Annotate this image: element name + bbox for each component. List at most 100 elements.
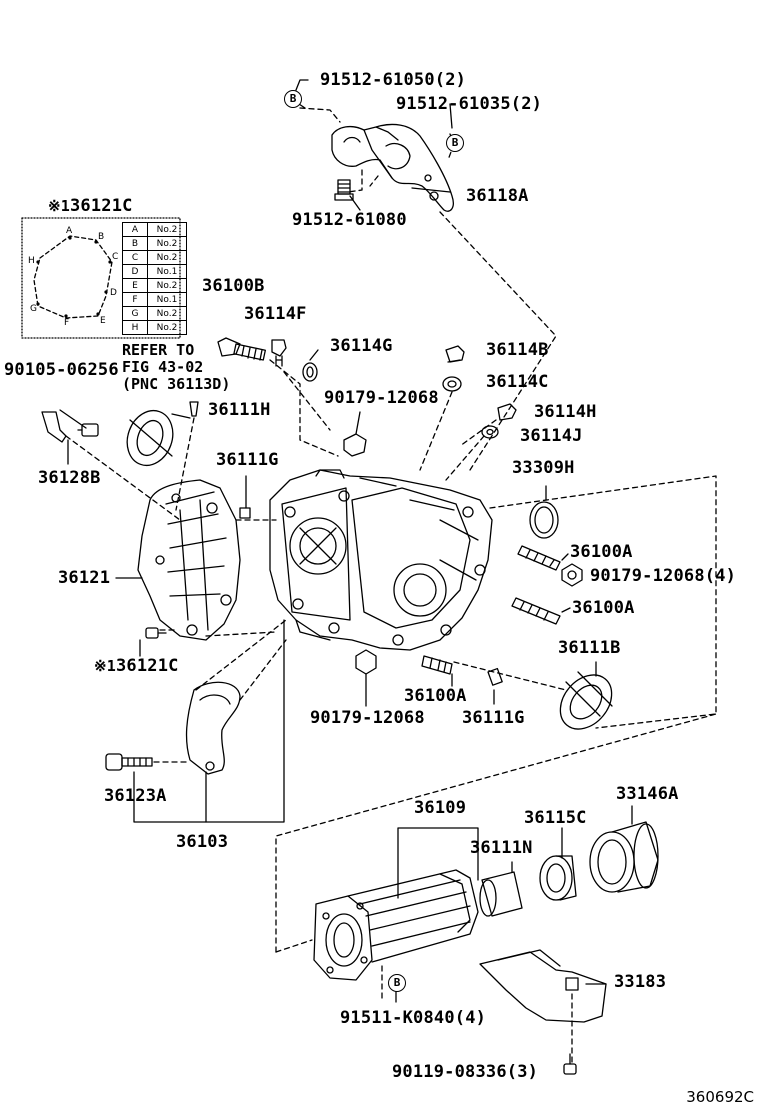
cover-36103 bbox=[185, 681, 241, 775]
part-label-36100a-1: 36100A bbox=[570, 542, 633, 562]
part-label-36111b: 36111B bbox=[558, 638, 621, 658]
washer-36114g bbox=[302, 362, 318, 382]
part-label-36123a: 36123A bbox=[104, 786, 167, 806]
extension-housing-36109 bbox=[313, 869, 479, 981]
part-label-33146a: 33146A bbox=[616, 784, 679, 804]
bolt-91512-61080 bbox=[334, 179, 354, 201]
inset-letter: A bbox=[66, 226, 73, 236]
part-label-36100b: 36100B bbox=[202, 276, 265, 296]
note-mark: ※1 bbox=[48, 197, 70, 215]
part-label-36121c-bottom: ※136121C bbox=[94, 658, 179, 675]
inset-case-outline bbox=[33, 235, 113, 319]
part-label-text: 36121C bbox=[116, 656, 179, 676]
bolt-90119 bbox=[563, 1053, 577, 1075]
cover-33146a bbox=[589, 821, 659, 893]
table-key: A bbox=[122, 222, 148, 237]
bolt-36100b bbox=[217, 337, 266, 361]
stud-36100a-2 bbox=[511, 597, 561, 625]
plug-36114h bbox=[497, 403, 517, 421]
pin-36111g-top bbox=[239, 507, 251, 519]
nut-90179-top bbox=[343, 433, 367, 457]
part-label-36121: 36121 bbox=[58, 568, 111, 588]
table-key: G bbox=[122, 306, 148, 321]
table-value: No.2 bbox=[147, 222, 187, 237]
stud-36100a-3 bbox=[421, 655, 453, 675]
stud-36100a-1 bbox=[517, 545, 561, 571]
part-label-36114c: 36114C bbox=[486, 372, 549, 392]
bolt-36123a bbox=[105, 753, 153, 771]
circle-b-marker: B bbox=[388, 974, 406, 992]
nut-90179-4 bbox=[561, 563, 583, 587]
part-label-36114j: 36114J bbox=[520, 426, 583, 446]
pin-36111h bbox=[189, 401, 199, 417]
part-label-33183: 33183 bbox=[614, 972, 667, 992]
part-label-91512-61035: 91512-61035(2) bbox=[396, 94, 543, 114]
part-label-36111n: 36111N bbox=[470, 838, 533, 858]
part-label-36111g-top: 36111G bbox=[216, 450, 279, 470]
oil-seal-left bbox=[126, 409, 174, 467]
part-label-91512-61080: 91512-61080 bbox=[292, 210, 407, 230]
table-key: B bbox=[122, 236, 148, 251]
part-label-90179-12068-bottom: 90179-12068 bbox=[310, 708, 425, 728]
gasket-36114j bbox=[481, 425, 499, 439]
part-label-36114h: 36114H bbox=[534, 402, 597, 422]
bolt-90105 bbox=[59, 409, 99, 437]
part-label-36114f: 36114F bbox=[244, 304, 307, 324]
table-value: No.2 bbox=[147, 320, 187, 335]
part-label-36100a-2: 36100A bbox=[572, 598, 635, 618]
inset-letter: G bbox=[30, 304, 37, 314]
table-value: No.2 bbox=[147, 306, 187, 321]
inset-letter: F bbox=[64, 318, 70, 328]
oil-seal-36111b bbox=[559, 671, 613, 730]
part-label-33309h: 33309H bbox=[512, 458, 575, 478]
part-label-36103: 36103 bbox=[176, 832, 229, 852]
table-key: E bbox=[122, 278, 148, 293]
table-value: No.1 bbox=[147, 264, 187, 279]
seal-36115c bbox=[539, 855, 577, 901]
bracket-36128b bbox=[41, 411, 67, 443]
ring-33309h bbox=[529, 501, 559, 539]
part-label-90179-12068-top: 90179-12068 bbox=[324, 388, 439, 408]
transfer-case-main bbox=[269, 469, 493, 651]
table-value: No.1 bbox=[147, 292, 187, 307]
part-label-36109: 36109 bbox=[414, 798, 467, 818]
part-label-36111h: 36111H bbox=[208, 400, 271, 420]
bracket-33183 bbox=[479, 949, 607, 1023]
inset-letter: D bbox=[110, 288, 117, 298]
table-key: D bbox=[122, 264, 148, 279]
inset-letter: B bbox=[98, 232, 105, 242]
part-label-36114g: 36114G bbox=[330, 336, 393, 356]
table-value: No.2 bbox=[147, 236, 187, 251]
part-label-91512-61050: 91512-61050(2) bbox=[320, 70, 467, 90]
part-label-90105-06256: 90105-06256 bbox=[4, 360, 119, 380]
refer-note: REFER TO FIG 43-02 (PNC 36113D) bbox=[122, 341, 231, 393]
circle-b-marker: B bbox=[284, 90, 302, 108]
plug-36114b bbox=[445, 345, 465, 363]
inset-letter: C bbox=[112, 252, 119, 262]
table-value: No.2 bbox=[147, 278, 187, 293]
table-value: No.2 bbox=[147, 250, 187, 265]
part-label-36111g-bottom: 36111G bbox=[462, 708, 525, 728]
part-label-90179-12068-4: 90179-12068(4) bbox=[590, 566, 737, 586]
inset-letter: H bbox=[28, 256, 35, 266]
table-key: C bbox=[122, 250, 148, 265]
nut-90179-bottom bbox=[355, 649, 377, 675]
part-label-90119-08336: 90119-08336(3) bbox=[392, 1062, 539, 1082]
table-key: F bbox=[122, 292, 148, 307]
part-label-91511-k0840: 91511-K0840(4) bbox=[340, 1008, 487, 1028]
part-label-36114b: 36114B bbox=[486, 340, 549, 360]
bolt-36114f bbox=[271, 339, 287, 367]
gasket-36114c bbox=[442, 376, 462, 392]
bushing-36111n bbox=[479, 871, 523, 917]
part-label-36100a-3: 36100A bbox=[404, 686, 467, 706]
